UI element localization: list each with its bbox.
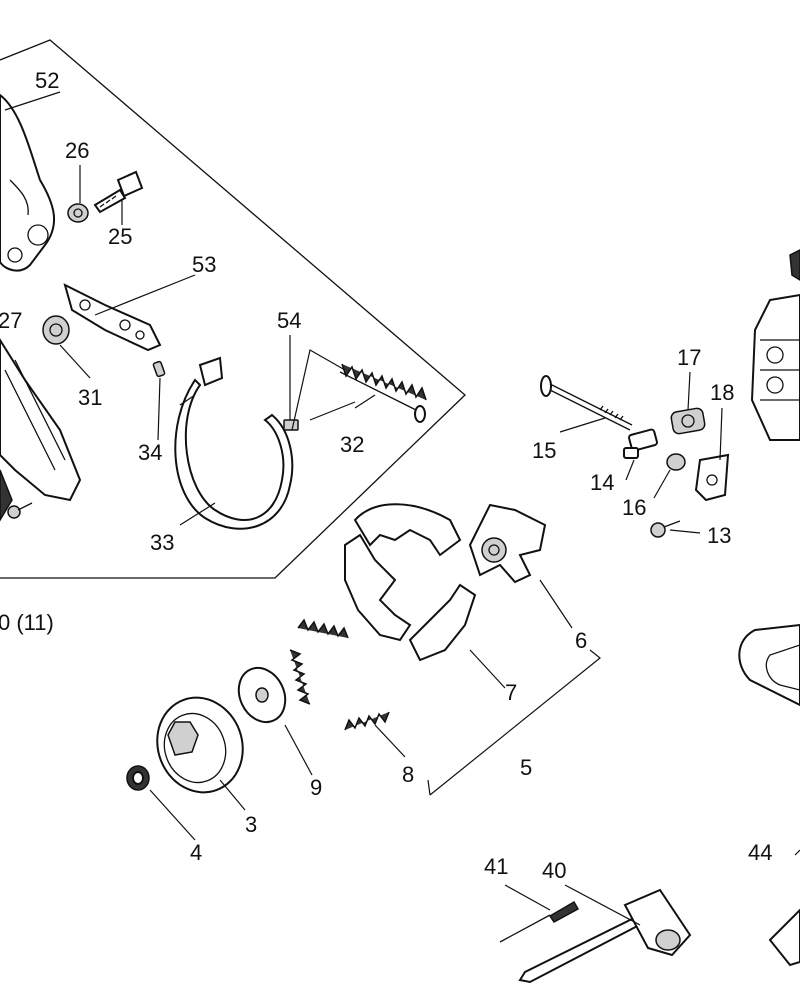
part-18-bracket	[694, 453, 730, 502]
screw-icon	[7, 502, 33, 519]
label-40: 40	[542, 858, 566, 883]
label-52: 52	[35, 68, 59, 93]
part-15-long-bolt	[540, 375, 633, 431]
part-6-clutch-hub	[468, 503, 547, 584]
label-31: 31	[78, 385, 102, 410]
label-32: 32	[340, 432, 364, 457]
part-16-washer	[666, 453, 686, 471]
label-27: 27	[0, 308, 22, 333]
label-54: 54	[277, 308, 301, 333]
label-8: 8	[402, 762, 414, 787]
part-9-washer	[237, 666, 287, 724]
label-41: 41	[484, 854, 508, 879]
part-3-clutch-drum	[156, 696, 244, 794]
brake-assembly-outline	[0, 39, 466, 579]
part-7-clutch-shoes	[344, 503, 477, 662]
part-52-brake-lever	[0, 93, 56, 272]
label-3: 3	[245, 812, 257, 837]
part-13-screw	[650, 520, 681, 538]
label-26: 26	[65, 138, 89, 163]
part-8-springs	[289, 618, 390, 731]
label-17: 17	[677, 345, 701, 370]
label-11: 0 (11)	[0, 610, 54, 635]
label-44: 44	[748, 840, 772, 865]
part-33-brake-band	[174, 356, 294, 530]
label-34: 34	[138, 440, 162, 465]
part-14-adjuster	[623, 428, 658, 459]
part-40-wrench	[518, 888, 692, 984]
label-16: 16	[622, 495, 646, 520]
part-31-collar	[42, 315, 70, 345]
saw-housing-partial	[750, 249, 800, 441]
part-26-nut	[67, 203, 89, 223]
label-15: 15	[532, 438, 556, 463]
label-14: 14	[590, 470, 614, 495]
part-41-screwdriver	[499, 900, 580, 943]
label-18: 18	[710, 380, 734, 405]
part-34-pin	[152, 360, 166, 378]
label-33: 33	[150, 530, 174, 555]
label-25: 25	[108, 224, 132, 249]
label-7: 7	[505, 680, 517, 705]
label-5: 5	[520, 755, 532, 780]
part-27-hand-guard	[0, 338, 82, 522]
label-9: 9	[310, 775, 322, 800]
part-17-nut	[670, 407, 706, 435]
guide-bar-partial	[738, 623, 800, 707]
label-53: 53	[192, 252, 216, 277]
label-13: 13	[707, 523, 731, 548]
part-32-spring	[339, 363, 427, 423]
part-labels: 52 26 25 53 27 31 54 34 32 33 0 (11) 17 …	[0, 68, 772, 883]
leader-lines	[4, 91, 800, 926]
part-4-bearing	[126, 765, 150, 791]
label-6: 6	[575, 628, 587, 653]
part-54-clip	[283, 419, 299, 431]
label-4: 4	[190, 840, 202, 865]
part-44-bar-cover	[768, 908, 800, 967]
part-25-bolt	[93, 170, 144, 214]
